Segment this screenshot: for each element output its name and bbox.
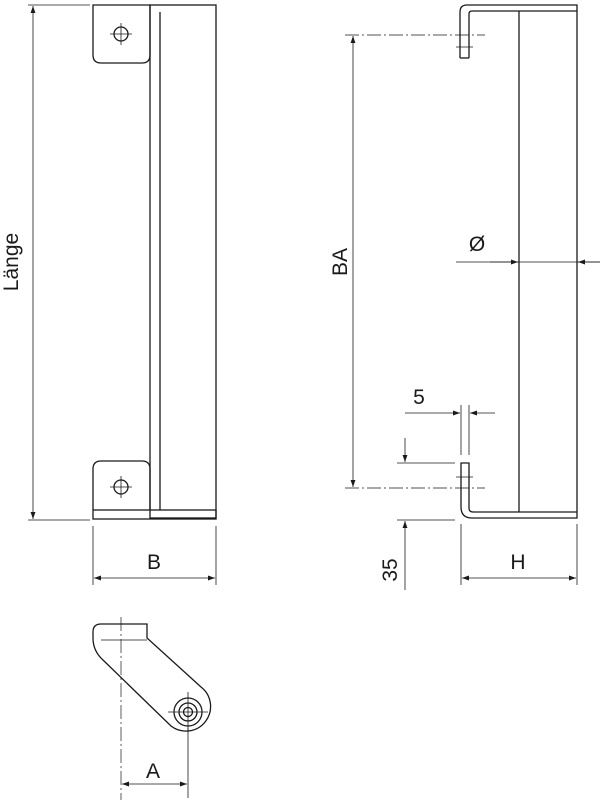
width-label: B [147,551,161,574]
front-view: Länge B [0,4,217,585]
side-view: BA Ø 5 35 H [329,4,600,590]
top-hook [459,4,578,519]
bottom-foot-plate [92,460,151,510]
handle-base [92,509,217,520]
width-dimension [92,526,217,585]
offset-35-dimension [397,438,455,590]
offset-35-label: 35 [379,558,402,581]
length-label: Länge [0,233,23,291]
ba-label: BA [329,248,352,276]
thickness-label: 5 [413,386,425,409]
handle-bar-outline [149,4,217,519]
top-view: A [92,617,212,800]
offset-a-label: A [146,760,160,783]
length-dimension [28,4,90,521]
bottom-mounting-hole [110,476,132,498]
foot-hole [168,692,208,732]
height-label: H [510,551,525,574]
top-hook-inner [468,10,577,58]
height-dimension [460,524,578,585]
thickness-dimension [405,405,495,455]
foot-plate-profile [92,623,212,732]
top-mounting-hole [110,23,132,45]
top-foot-plate [92,4,151,64]
diameter-label: Ø [469,233,485,256]
